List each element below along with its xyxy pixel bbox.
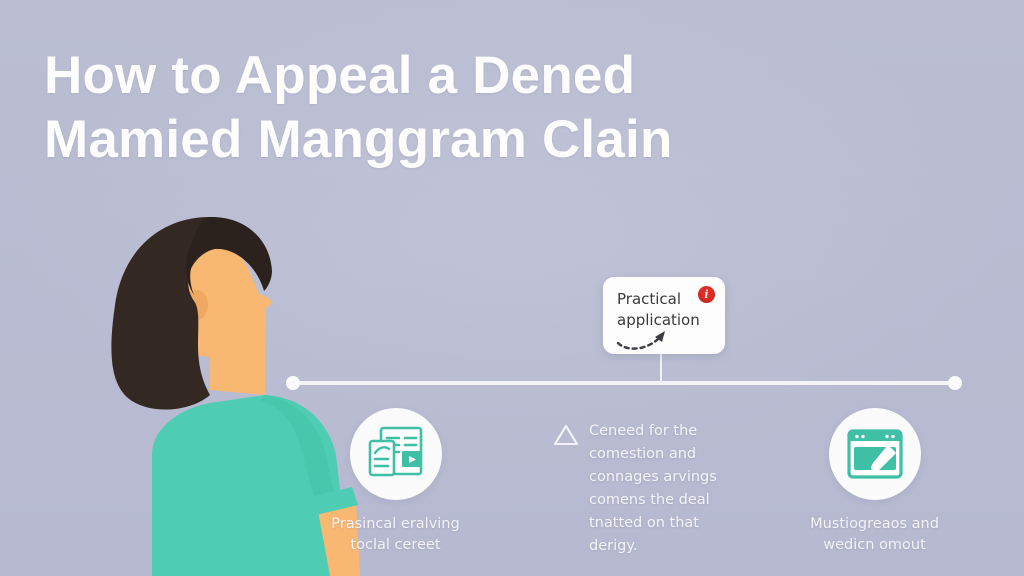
- middle-text-block: Ceneed for the comestion and connages ar…: [589, 420, 752, 558]
- document-video-icon: [368, 426, 422, 477]
- middle-text-line-2: comestion and: [589, 446, 697, 462]
- page-title: How to Appeal a Dened Mamied Manggram Cl…: [44, 44, 864, 172]
- item-left-caption-line-1: Prasincal eralving: [331, 516, 460, 532]
- info-badge-icon[interactable]: i: [698, 286, 715, 303]
- horizontal-timeline: [286, 376, 962, 390]
- timeline-item-left[interactable]: Prasincal eralving toclal cereet: [303, 408, 488, 556]
- timeline-start-dot[interactable]: [286, 376, 300, 390]
- warning-triangle-icon: [553, 424, 579, 446]
- middle-text-line-5: tnatted on that: [589, 515, 699, 531]
- timeline-end-dot[interactable]: [948, 376, 962, 390]
- timeline-bar: [292, 381, 956, 385]
- tooltip-label: Practical application: [617, 290, 700, 329]
- middle-text-line-3: connages arvings: [589, 469, 717, 485]
- woman-profile-illustration: [60, 205, 360, 576]
- item-right-caption-line-1: Mustiogreaos and: [810, 516, 939, 532]
- browser-window-edit-icon: [846, 429, 903, 479]
- browser-window-edit-icon-circle[interactable]: [828, 408, 921, 500]
- item-left-caption-line-2: toclal cereet: [350, 537, 441, 553]
- tooltip-connector-line: [660, 352, 662, 382]
- title-line-1: How to Appeal a Dened: [44, 46, 636, 105]
- document-video-icon-circle[interactable]: [349, 408, 442, 500]
- middle-text-line-6: derigy.: [589, 538, 638, 554]
- timeline-item-right[interactable]: Mustiogreaos and wedicn omout: [772, 408, 977, 556]
- dashed-curved-arrow-icon: [616, 331, 665, 350]
- timeline-item-middle: Ceneed for the comestion and connages ar…: [552, 420, 752, 558]
- practical-application-card[interactable]: Practical application i: [603, 277, 725, 354]
- middle-text-line-1: Ceneed for the: [589, 423, 698, 439]
- item-right-caption-line-2: wedicn omout: [823, 537, 926, 553]
- item-right-caption: Mustiogreaos and wedicn omout: [772, 514, 977, 556]
- item-left-caption: Prasincal eralving toclal cereet: [303, 514, 488, 556]
- title-line-2: Mamied Manggram Clain: [44, 110, 673, 169]
- middle-text-line-4: comens the deal: [589, 492, 710, 508]
